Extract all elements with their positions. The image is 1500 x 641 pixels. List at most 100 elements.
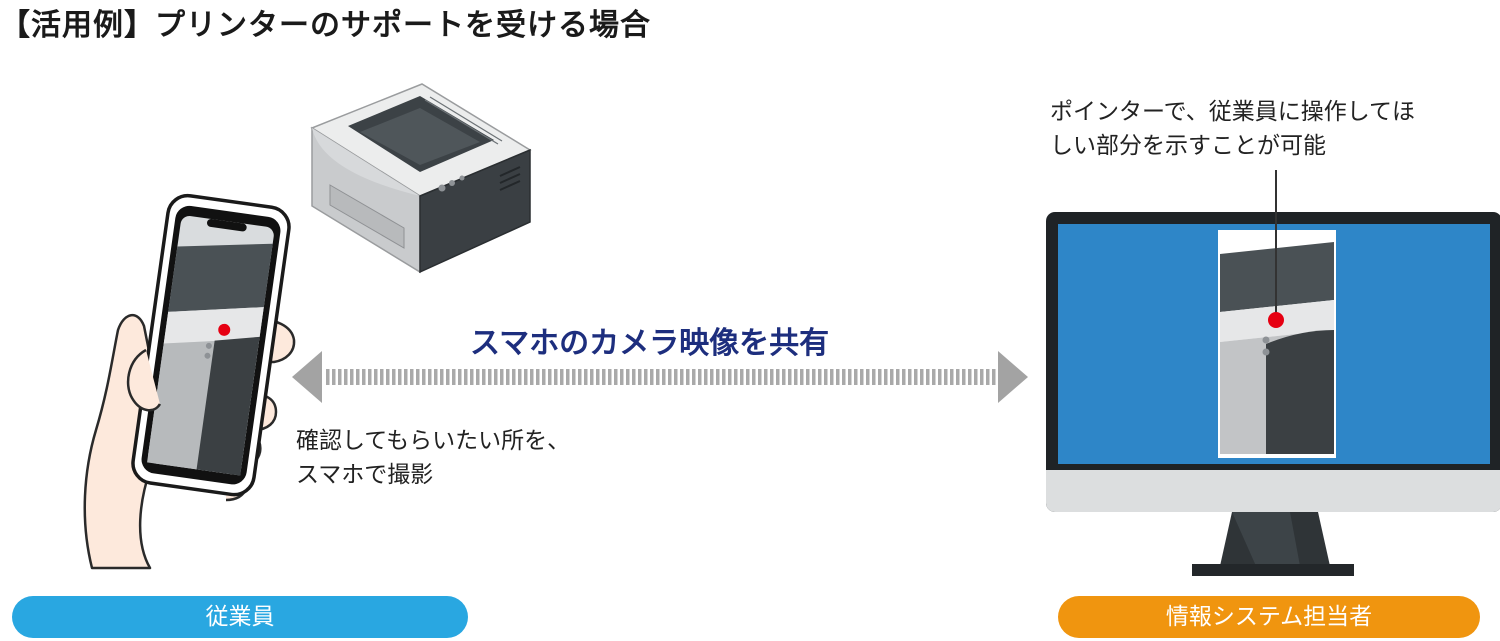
arrow-dash <box>458 369 462 385</box>
arrow-dash <box>674 369 678 385</box>
double-arrow-icon <box>292 351 1028 403</box>
arrow-dash <box>410 369 414 385</box>
arrow-dash <box>350 369 354 385</box>
arrow-dash <box>776 369 780 385</box>
arrow-dash <box>980 369 984 385</box>
arrow-dash <box>884 369 888 385</box>
arrow-dash <box>896 369 900 385</box>
arrow-dash <box>620 369 624 385</box>
arrow-dash <box>914 369 918 385</box>
arrow-dash <box>992 369 996 385</box>
arrow-dash <box>668 369 672 385</box>
arrow-dash <box>704 369 708 385</box>
arrow-dash <box>626 369 630 385</box>
arrow-dash <box>974 369 978 385</box>
smartphone-icon <box>126 193 291 497</box>
arrow-dash <box>890 369 894 385</box>
arrow-dash <box>572 369 576 385</box>
arrow-dash <box>854 369 858 385</box>
arrow-dash <box>692 369 696 385</box>
arrow-dash <box>548 369 552 385</box>
arrow-dash <box>332 369 336 385</box>
arrow-dash <box>962 369 966 385</box>
arrow-dash <box>416 369 420 385</box>
pointer-dot-icon <box>1268 312 1284 328</box>
phone-note-line-1: 確認してもらいたい所を、 <box>296 428 571 454</box>
arrow-dash <box>596 369 600 385</box>
share-label: スマホのカメラ映像を共有 <box>470 326 830 361</box>
arrow-dash <box>824 369 828 385</box>
arrow-dash <box>752 369 756 385</box>
arrow-dash <box>470 369 474 385</box>
arrow-dash <box>650 369 654 385</box>
arrow-dash <box>392 369 396 385</box>
arrow-dash <box>920 369 924 385</box>
arrow-dash <box>566 369 570 385</box>
arrow-dash <box>590 369 594 385</box>
arrow-dash <box>728 369 732 385</box>
arrow-dash <box>482 369 486 385</box>
arrow-dash <box>422 369 426 385</box>
arrow-dash <box>380 369 384 385</box>
arrow-dash <box>524 369 528 385</box>
pointer-note-line-1: ポインターで、従業員に操作してほ <box>1050 99 1416 125</box>
arrow-dash <box>830 369 834 385</box>
arrow-dash <box>944 369 948 385</box>
arrow-dash <box>632 369 636 385</box>
employee-badge: 従業員 <box>12 596 468 638</box>
printer-icon <box>310 83 532 274</box>
arrow-dash <box>710 369 714 385</box>
arrow-dash <box>386 369 390 385</box>
arrow-dash <box>512 369 516 385</box>
arrow-dash <box>662 369 666 385</box>
arrow-dash <box>494 369 498 385</box>
arrow-dash <box>506 369 510 385</box>
arrow-dash <box>986 369 990 385</box>
arrow-dash <box>860 369 864 385</box>
arrow-dash <box>440 369 444 385</box>
arrow-dash <box>926 369 930 385</box>
arrow-dash <box>878 369 882 385</box>
arrow-dash <box>374 369 378 385</box>
arrow-dash <box>740 369 744 385</box>
arrow-dash <box>968 369 972 385</box>
arrow-dash <box>584 369 588 385</box>
arrow-dash <box>812 369 816 385</box>
arrow-dash <box>602 369 606 385</box>
arrow-dash <box>368 369 372 385</box>
arrow-dash <box>344 369 348 385</box>
phone-note: 確認してもらいたい所を、 スマホで撮影 <box>296 424 570 492</box>
arrow-dash <box>644 369 648 385</box>
arrow-dash <box>734 369 738 385</box>
arrow-dash <box>908 369 912 385</box>
arrow-dash <box>764 369 768 385</box>
arrow-dash <box>806 369 810 385</box>
arrow-dash <box>938 369 942 385</box>
arrow-dash <box>404 369 408 385</box>
arrow-dash <box>326 369 330 385</box>
arrow-dash <box>446 369 450 385</box>
page-title: 【活用例】プリンターのサポートを受ける場合 <box>0 8 651 43</box>
arrow-dash <box>656 369 660 385</box>
arrow-dash <box>818 369 822 385</box>
arrow-dash <box>356 369 360 385</box>
arrow-dash <box>770 369 774 385</box>
arrow-dash <box>530 369 534 385</box>
arrow-dash <box>794 369 798 385</box>
arrow-dash <box>902 369 906 385</box>
monitor-icon <box>1046 170 1500 576</box>
arrow-dash <box>578 369 582 385</box>
arrow-dash <box>554 369 558 385</box>
arrow-dash <box>362 369 366 385</box>
arrow-dash <box>836 369 840 385</box>
arrow-dash <box>746 369 750 385</box>
arrow-dash <box>680 369 684 385</box>
arrow-dash <box>338 369 342 385</box>
arrow-dash <box>956 369 960 385</box>
arrow-dash <box>872 369 876 385</box>
arrow-dash <box>488 369 492 385</box>
pointer-note: ポインターで、従業員に操作してほ しい部分を示すことが可能 <box>1050 95 1415 163</box>
arrow-dash <box>722 369 726 385</box>
arrow-dash <box>758 369 762 385</box>
